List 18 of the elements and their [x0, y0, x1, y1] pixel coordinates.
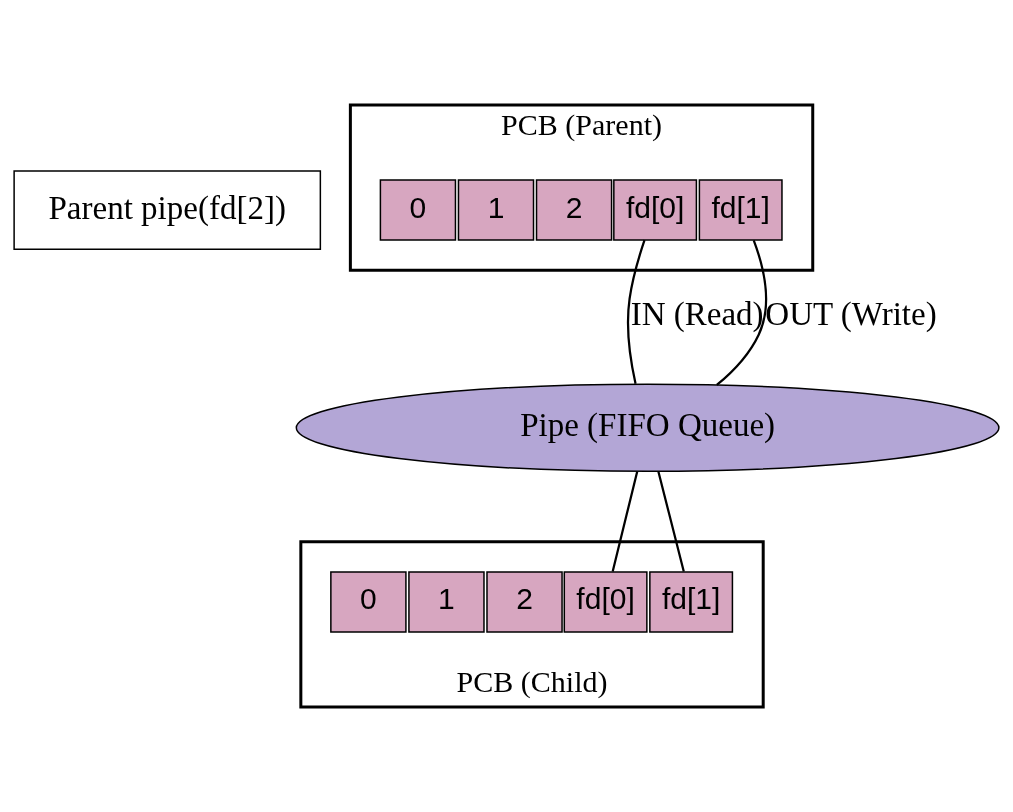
connector — [716, 239, 767, 386]
node-box: fd[0] — [563, 571, 648, 633]
edge-label: IN (Read) — [630, 296, 764, 333]
node-ellipse: Pipe (FIFO Queue) — [295, 383, 1000, 473]
node-box: 0 — [330, 571, 407, 633]
node-box: fd[0] — [613, 179, 698, 241]
connector — [657, 471, 685, 572]
node-box: 1 — [408, 571, 485, 633]
connector — [626, 239, 646, 384]
node-box: fd[1] — [649, 571, 734, 633]
node-box: Parent pipe(fd[2]) — [13, 170, 322, 250]
edge-label: OUT (Write) — [765, 296, 937, 333]
node-box: 1 — [457, 179, 535, 241]
node-box: 2 — [486, 571, 563, 633]
node-box: fd[1] — [698, 179, 783, 241]
node-box: 2 — [535, 179, 613, 241]
connector — [611, 471, 639, 572]
node-box: 0 — [379, 179, 457, 241]
